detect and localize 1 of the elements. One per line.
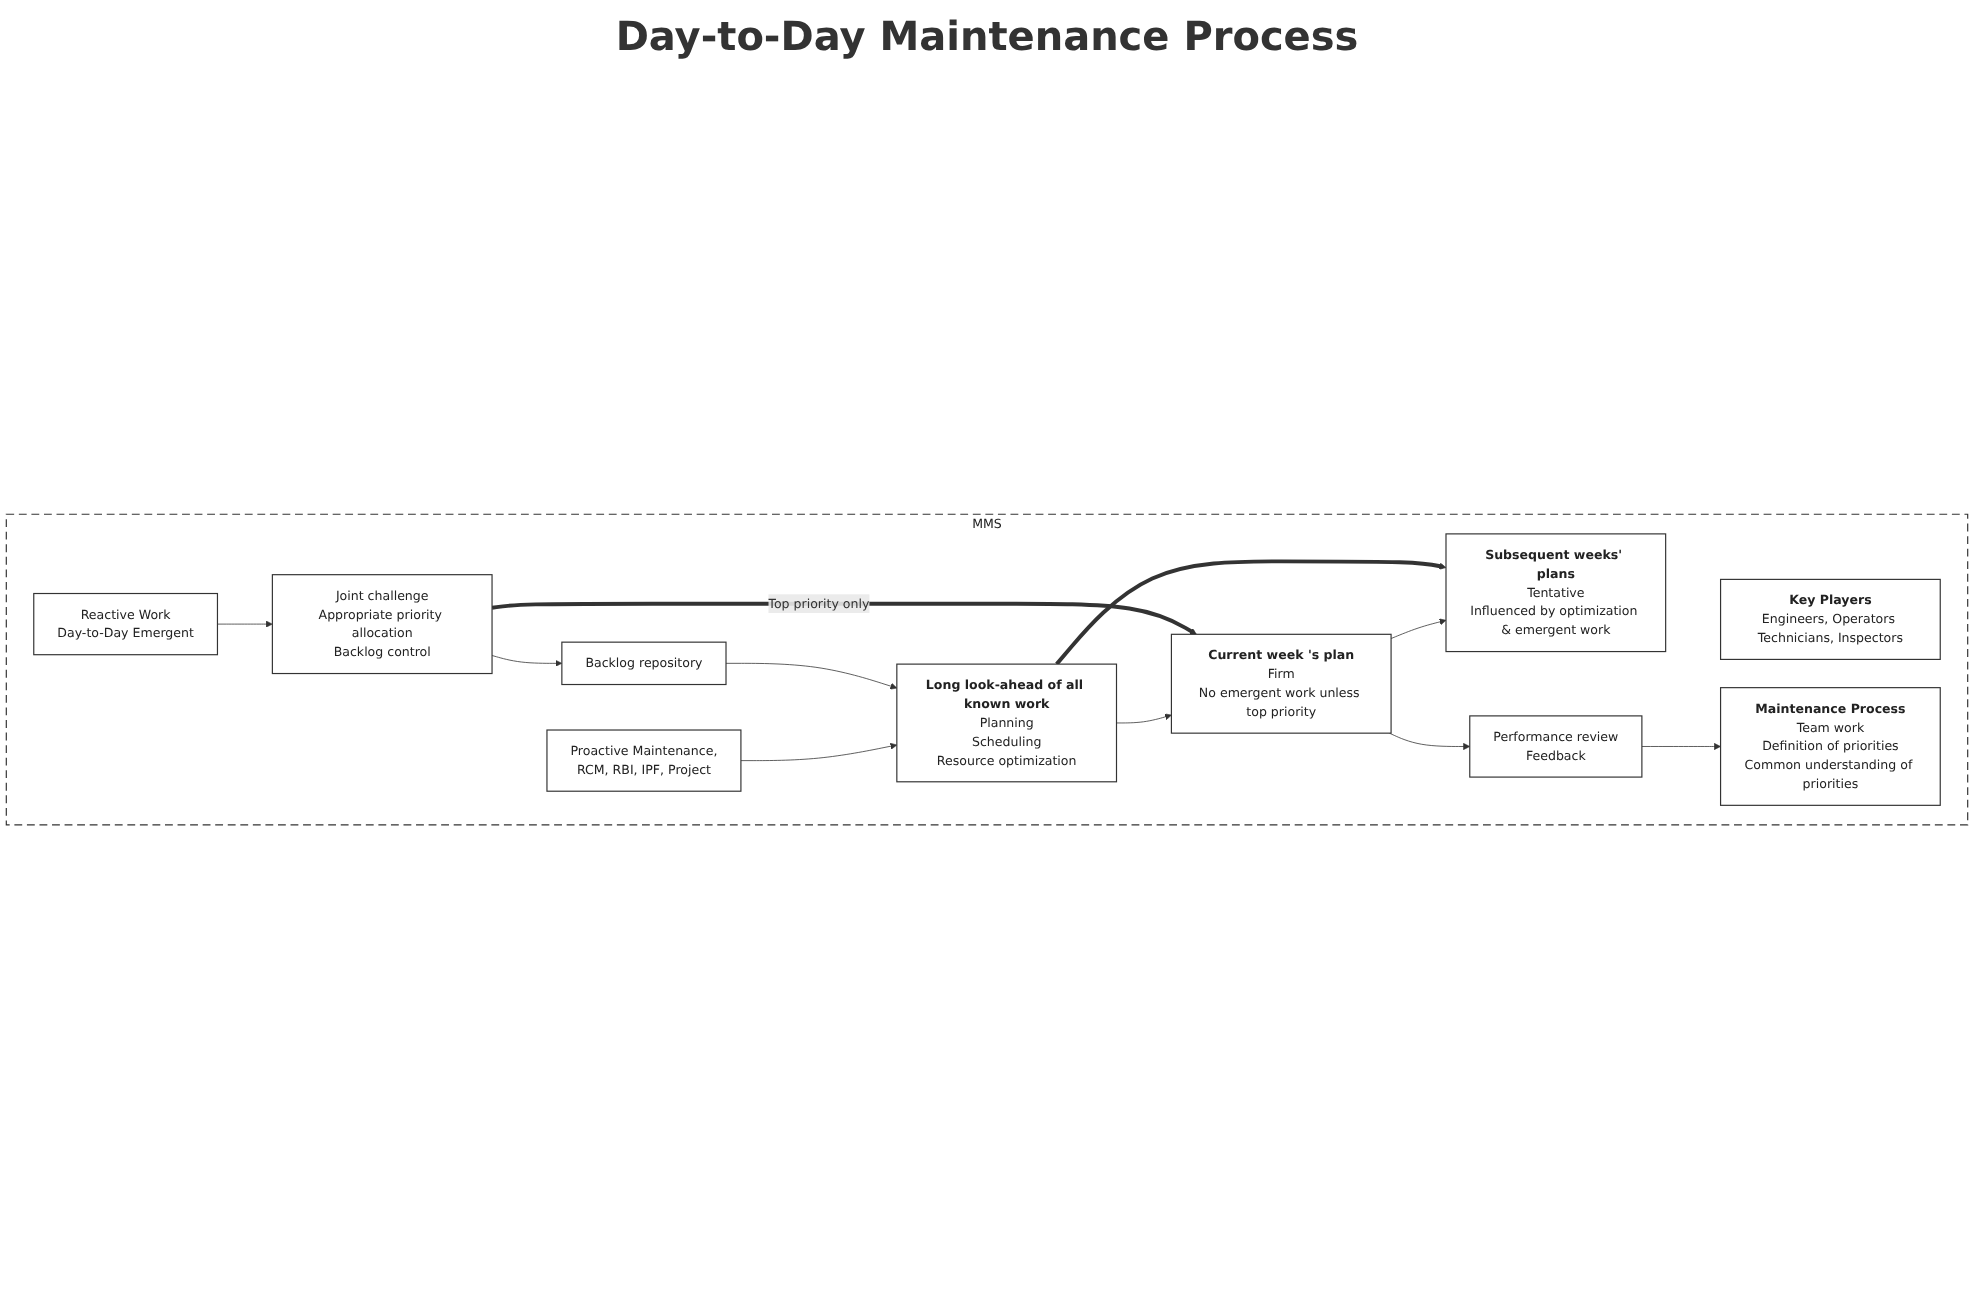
diagram-title: Day-to-Day Maintenance Process (613, 12, 1361, 60)
